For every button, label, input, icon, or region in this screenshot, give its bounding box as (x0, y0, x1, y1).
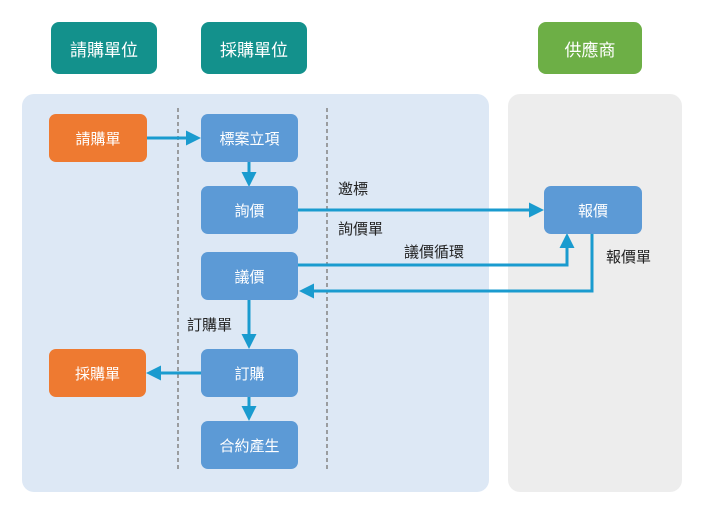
label-order-sheet: 訂購單 (187, 316, 233, 334)
label-negotiation-cycle: 議價循環 (404, 243, 465, 261)
node-quotation: 報價 (544, 186, 642, 234)
label-invite-bid: 邀標 (338, 180, 369, 198)
header-purchasing-unit: 採購單位 (201, 22, 307, 74)
arrow-quotation-to-negotiation (299, 234, 594, 299)
node-purchase-order: 訂購 (201, 349, 298, 397)
node-contract-generation: 合約產生 (201, 421, 298, 469)
arrow-negotiation-cycle (298, 233, 575, 267)
node-inquiry: 詢價 (201, 186, 298, 234)
supplier-panel (508, 94, 682, 492)
node-project-setup: 標案立項 (201, 114, 298, 162)
header-requesting-unit: 請購單位 (51, 22, 157, 74)
label-inquiry-sheet: 詢價單 (338, 220, 384, 238)
label-quotation-sheet: 報價單 (606, 248, 652, 266)
node-purchase-order-doc: 採購單 (49, 349, 146, 397)
header-supplier: 供應商 (538, 22, 642, 74)
node-purchase-request: 請購單 (49, 114, 147, 162)
node-negotiation: 議價 (201, 252, 298, 300)
